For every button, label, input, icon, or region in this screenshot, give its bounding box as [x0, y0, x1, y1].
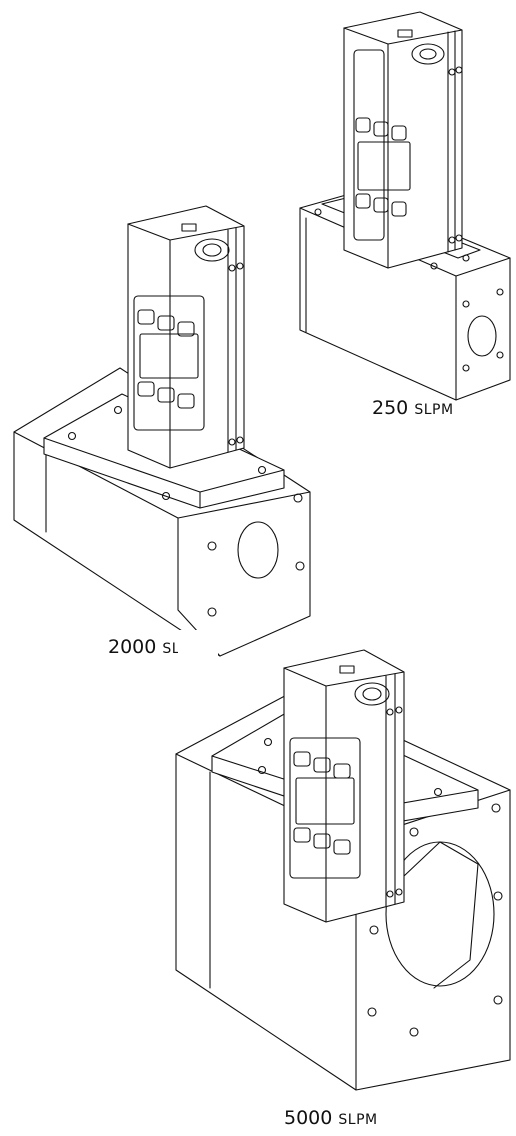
meter-2000-housing	[127, 205, 245, 469]
meter-2000-slpm	[13, 205, 311, 657]
label-5000-unit: SLPM	[338, 1112, 378, 1128]
meter-250-port	[467, 315, 497, 357]
meter-5000-slpm	[175, 649, 511, 1091]
label-250-number: 250	[372, 397, 409, 419]
label-250-slpm: 250 SLPM	[372, 397, 454, 419]
label-250-unit: SLPM	[414, 402, 454, 418]
meter-5000-housing	[283, 649, 405, 923]
label-5000-slpm: 5000 SLPM	[284, 1107, 378, 1129]
label-2000-number: 2000	[108, 636, 157, 658]
meter-2000-port	[237, 521, 279, 579]
label-2000-mask	[178, 630, 218, 660]
label-5000-number: 5000	[284, 1107, 333, 1129]
meter-250-slpm	[299, 11, 511, 401]
